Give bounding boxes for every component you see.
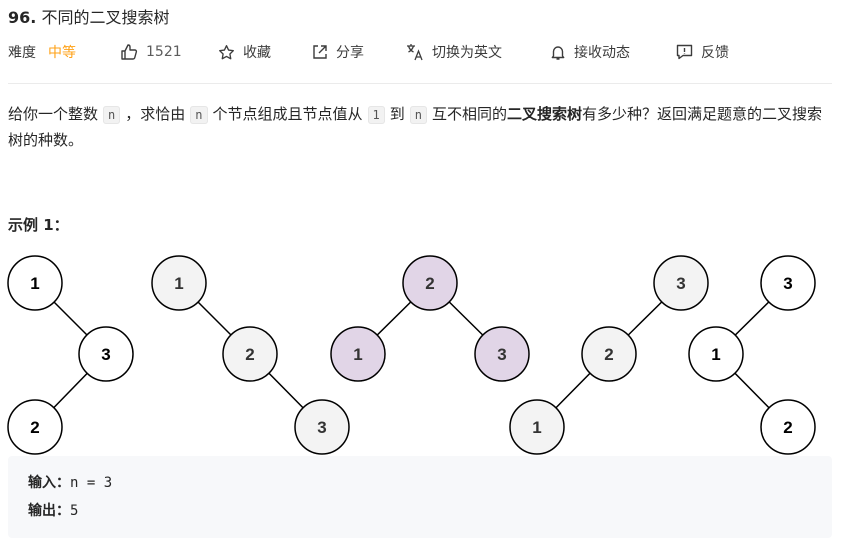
- desc-bold: 二叉搜索树: [507, 105, 583, 123]
- tree-node: 2: [581, 326, 637, 382]
- inline-code: n: [103, 106, 121, 124]
- node-label: 1: [711, 345, 720, 364]
- tree-node: 1: [688, 326, 744, 382]
- inline-code: n: [409, 106, 427, 124]
- output-label: 输出：: [28, 503, 70, 519]
- desc-text: 给你一个整数: [8, 105, 99, 123]
- switch-language-label: 切换为英文: [432, 45, 502, 61]
- subscribe-label: 接收动态: [574, 45, 630, 61]
- example-output: 输出：5: [28, 500, 78, 520]
- tree-4: 3 2 1: [509, 255, 709, 455]
- star-icon: [219, 44, 234, 59]
- favorite-label: 收藏: [243, 45, 271, 61]
- problem-title: 96. 不同的二叉搜索树: [8, 4, 169, 28]
- desc-text: 到: [389, 105, 405, 123]
- node-label: 2: [783, 418, 792, 437]
- tree-node: 2: [7, 399, 63, 455]
- difficulty-label: 难度: [8, 45, 36, 61]
- desc-text: ，求恰由: [125, 105, 186, 123]
- tree-node: 3: [474, 326, 530, 382]
- subscribe-button[interactable]: 接收动态: [550, 40, 630, 64]
- share-button[interactable]: 分享: [312, 40, 364, 64]
- feedback-icon: [676, 44, 693, 60]
- bell-icon: [551, 45, 565, 60]
- desc-text: 个节点组成且节点值从: [212, 105, 363, 123]
- tree-node: 1: [509, 399, 565, 455]
- example-input: 输入：n = 3: [28, 472, 112, 492]
- node-label: 2: [30, 418, 39, 437]
- like-button[interactable]: 1521: [120, 40, 182, 64]
- node-label: 3: [783, 274, 792, 293]
- node-label: 3: [676, 274, 685, 293]
- node-label: 2: [425, 274, 434, 293]
- example-io-block: 输入：n = 3 输出：5: [8, 456, 832, 538]
- problem-toolbar: 难度 中等 1521 收藏 分享 切换为英文 接收动态: [8, 40, 838, 64]
- tree-3: 2 1 3: [330, 255, 530, 382]
- tree-node: 1: [151, 255, 207, 311]
- tree-node: 2: [222, 326, 278, 382]
- desc-text: 互不相同的: [432, 105, 508, 123]
- input-value: n = 3: [70, 475, 113, 491]
- tree-node: 3: [78, 326, 134, 382]
- tree-2: 1 2 3: [151, 255, 350, 455]
- node-label: 1: [174, 274, 183, 293]
- favorite-button[interactable]: 收藏: [218, 40, 271, 64]
- inline-code: n: [190, 106, 208, 124]
- divider: [8, 83, 832, 84]
- problem-number: 96.: [8, 8, 37, 27]
- tree-node: 1: [330, 326, 386, 382]
- desc-text: 有多少种？返回满足题意的二叉搜索树的种数。: [8, 105, 823, 149]
- like-count: 1521: [146, 44, 182, 60]
- output-value: 5: [70, 503, 79, 519]
- node-label: 3: [317, 418, 326, 437]
- tree-5: 3 1 2: [688, 255, 816, 455]
- tree-node: 2: [402, 255, 458, 311]
- node-label: 3: [101, 345, 110, 364]
- problem-name: 不同的二叉搜索树: [41, 8, 170, 27]
- node-label: 2: [245, 345, 254, 364]
- feedback-label: 反馈: [701, 45, 729, 61]
- tree-node: 3: [653, 255, 709, 311]
- switch-language-button[interactable]: 切换为英文: [406, 40, 502, 64]
- node-label: 3: [497, 345, 506, 364]
- difficulty: 难度 中等: [8, 40, 76, 64]
- share-label: 分享: [336, 45, 364, 61]
- input-label: 输入：: [28, 475, 70, 491]
- tree-node: 2: [760, 399, 816, 455]
- example-title: 示例 1：: [8, 216, 69, 234]
- difficulty-badge: 中等: [48, 45, 76, 61]
- node-label: 1: [30, 274, 39, 293]
- tree-node: 1: [7, 255, 63, 311]
- share-icon: [313, 45, 327, 59]
- node-label: 1: [532, 418, 541, 437]
- translate-icon: [407, 44, 423, 61]
- node-label: 2: [604, 345, 613, 364]
- thumbs-up-icon: [121, 44, 138, 60]
- node-label: 1: [353, 345, 362, 364]
- tree-node: 3: [760, 255, 816, 311]
- tree-node: 3: [294, 399, 350, 455]
- inline-code: 1: [367, 106, 385, 124]
- tree-1: 1 3 2: [7, 255, 134, 455]
- feedback-button[interactable]: 反馈: [676, 40, 729, 64]
- bst-diagram: 1 3 2 1 2 3 2 1 3 3 2 1 3 1 2: [7, 255, 816, 455]
